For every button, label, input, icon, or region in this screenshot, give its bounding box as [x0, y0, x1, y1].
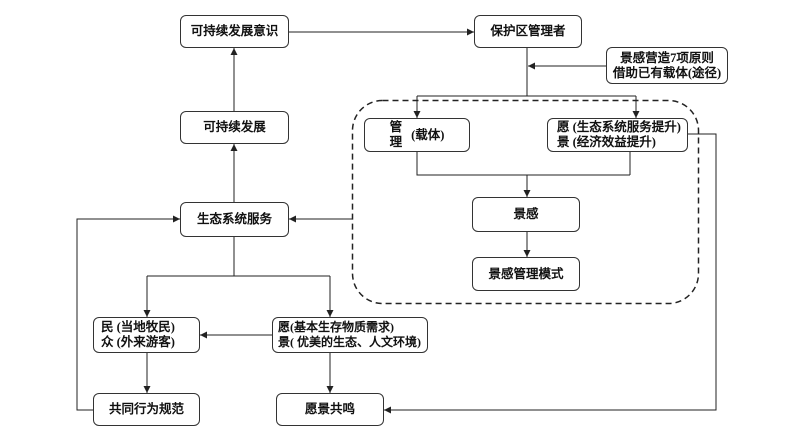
vision-upper-node: 愿 (生态系统服务提升) 景 (经济效益提升): [547, 118, 688, 152]
landsenses-label: 景感: [513, 207, 539, 221]
management-char-1: 管: [389, 120, 403, 134]
management-note: (载体): [411, 127, 445, 142]
principles-node: 景感营造7项原则 借助已有载体(途径): [606, 47, 728, 84]
vision-lower-line-1: 愿(基本生存物质需求): [278, 320, 394, 334]
principles-line-1: 景感营造7项原则: [620, 50, 714, 65]
awareness-label: 可持续发展意识: [190, 24, 279, 38]
landsenses-mode-label: 景感管理模式: [488, 266, 564, 281]
principles-line-2: 借助已有载体(途径): [612, 65, 722, 80]
public-line-2: 众 (外来游客): [101, 335, 175, 349]
management-chars: 管 理: [390, 120, 403, 150]
vision-upper-line-2: 景 (经济效益提升): [557, 135, 656, 149]
sustainable-development-label: 可持续发展: [203, 120, 266, 134]
line-management-merge: [416, 152, 630, 176]
ecosystem-services-node: 生态系统服务: [180, 202, 289, 237]
manager-node: 保护区管理者: [474, 15, 582, 48]
management-node: 管 理 (载体): [364, 118, 470, 152]
norms-label: 共同行为规范: [108, 402, 184, 416]
public-node: 民 (当地牧民) 众 (外来游客): [93, 317, 200, 353]
manager-label: 保护区管理者: [490, 24, 566, 38]
sustainable-development-node: 可持续发展: [180, 111, 289, 144]
public-line-1: 民 (当地牧民): [101, 320, 175, 334]
resonance-node: 愿景共鸣: [276, 393, 384, 426]
landsenses-node: 景感: [472, 197, 580, 232]
norms-node: 共同行为规范: [93, 393, 200, 426]
management-char-2: 理: [389, 135, 403, 149]
awareness-node: 可持续发展意识: [180, 15, 289, 48]
landsenses-mode-node: 景感管理模式: [472, 257, 580, 291]
vision-lower-node: 愿(基本生存物质需求) 景( 优美的生态、人文环境): [272, 317, 428, 353]
arrow-norms-to-ecosystem: [76, 215, 180, 411]
resonance-label: 愿景共鸣: [304, 402, 355, 416]
vision-upper-line-1: 愿 (生态系统服务提升): [557, 120, 681, 134]
vision-lower-line-2: 景( 优美的生态、人文环境): [278, 335, 421, 349]
ecosystem-services-label: 生态系统服务: [196, 212, 272, 226]
management-content: 管 理 (载体): [390, 120, 445, 150]
